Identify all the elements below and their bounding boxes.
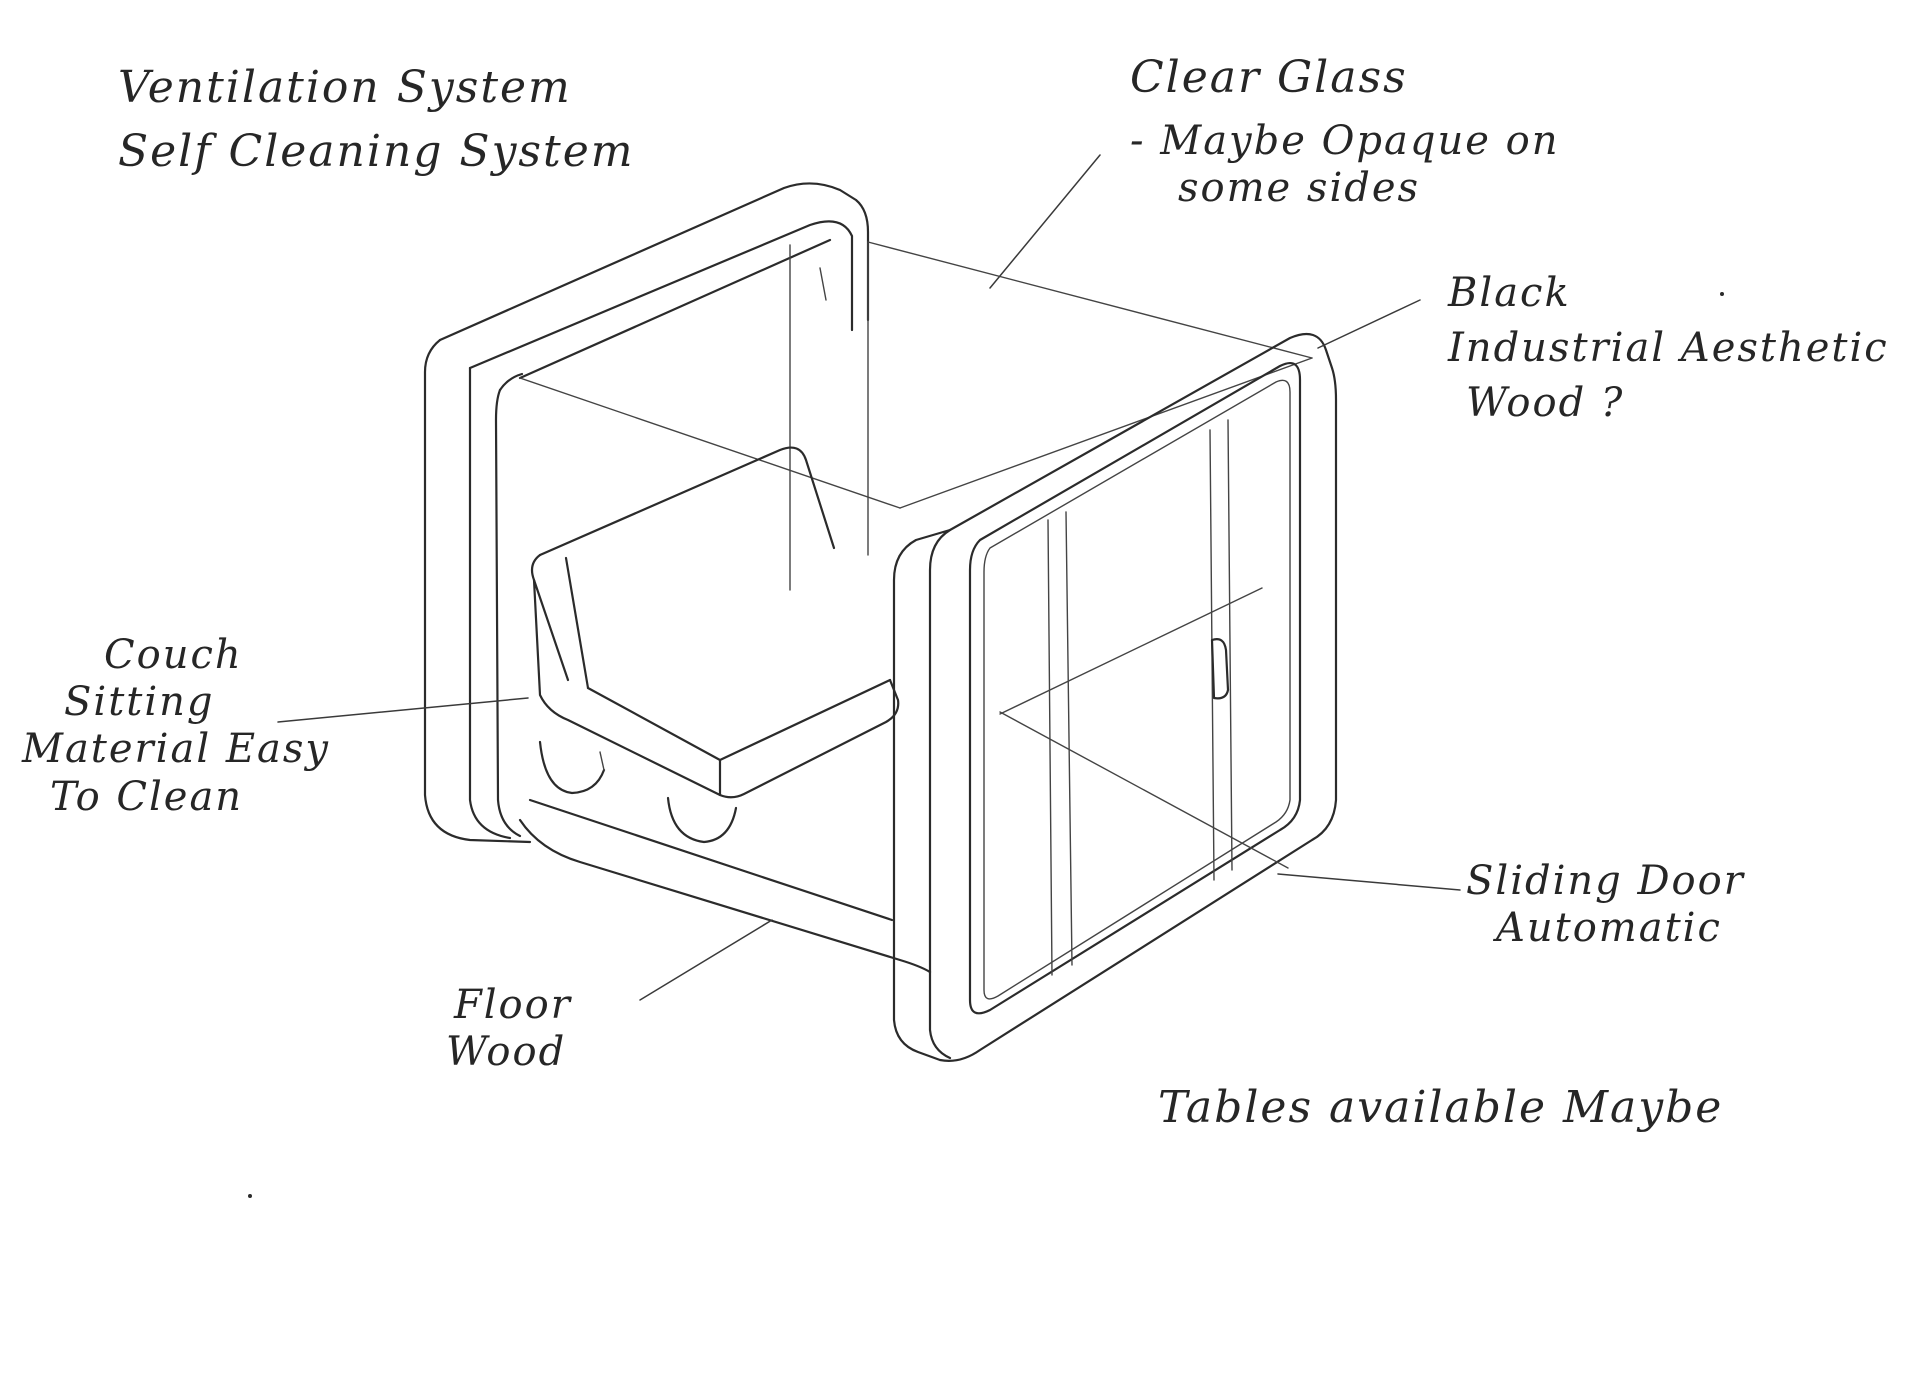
aesthetic-line-2: Industrial Aesthetic bbox=[1448, 325, 1889, 372]
glass-line-1: Clear Glass bbox=[1130, 52, 1408, 103]
door-line-1: Sliding Door bbox=[1466, 858, 1745, 904]
couch-line-3: Material Easy bbox=[22, 726, 330, 773]
left-frame bbox=[423, 182, 870, 844]
couch-line-2: Sitting bbox=[64, 679, 215, 726]
floor bbox=[518, 798, 932, 1001]
aesthetic-line-3: Wood ? bbox=[1466, 380, 1625, 427]
leader-lines bbox=[277, 154, 1461, 891]
top-edges bbox=[519, 241, 1313, 556]
floor-note: Floor Wood bbox=[446, 982, 572, 1076]
tables-line: Tables available Maybe bbox=[1158, 1082, 1724, 1133]
floor-line-1: Floor bbox=[454, 982, 572, 1028]
systems-note: Ventilation System Self Cleaning System bbox=[118, 62, 634, 178]
couch-note: Couch Sitting Material Easy To Clean bbox=[22, 632, 330, 821]
couch-line-4: To Clean bbox=[50, 773, 244, 820]
glass-note: Clear Glass - Maybe Opaque on some sides bbox=[1130, 52, 1559, 212]
couch bbox=[530, 446, 900, 844]
door-note: Sliding Door Automatic bbox=[1466, 858, 1745, 952]
systems-line-1: Ventilation System bbox=[118, 62, 572, 113]
right-frame bbox=[892, 332, 1338, 1062]
aesthetic-note: Black Industrial Aesthetic Wood ? bbox=[1448, 270, 1889, 428]
floor-line-2: Wood bbox=[446, 1029, 567, 1076]
glass-line-2: - Maybe Opaque on bbox=[1130, 117, 1560, 164]
aesthetic-line-1: Black bbox=[1448, 270, 1571, 316]
tables-note: Tables available Maybe bbox=[1158, 1082, 1723, 1134]
couch-line-1: Couch bbox=[104, 632, 243, 678]
glass-line-3: some sides bbox=[1178, 165, 1421, 212]
door-line-2: Automatic bbox=[1496, 905, 1722, 952]
systems-line-2: Self Cleaning System bbox=[118, 125, 635, 177]
